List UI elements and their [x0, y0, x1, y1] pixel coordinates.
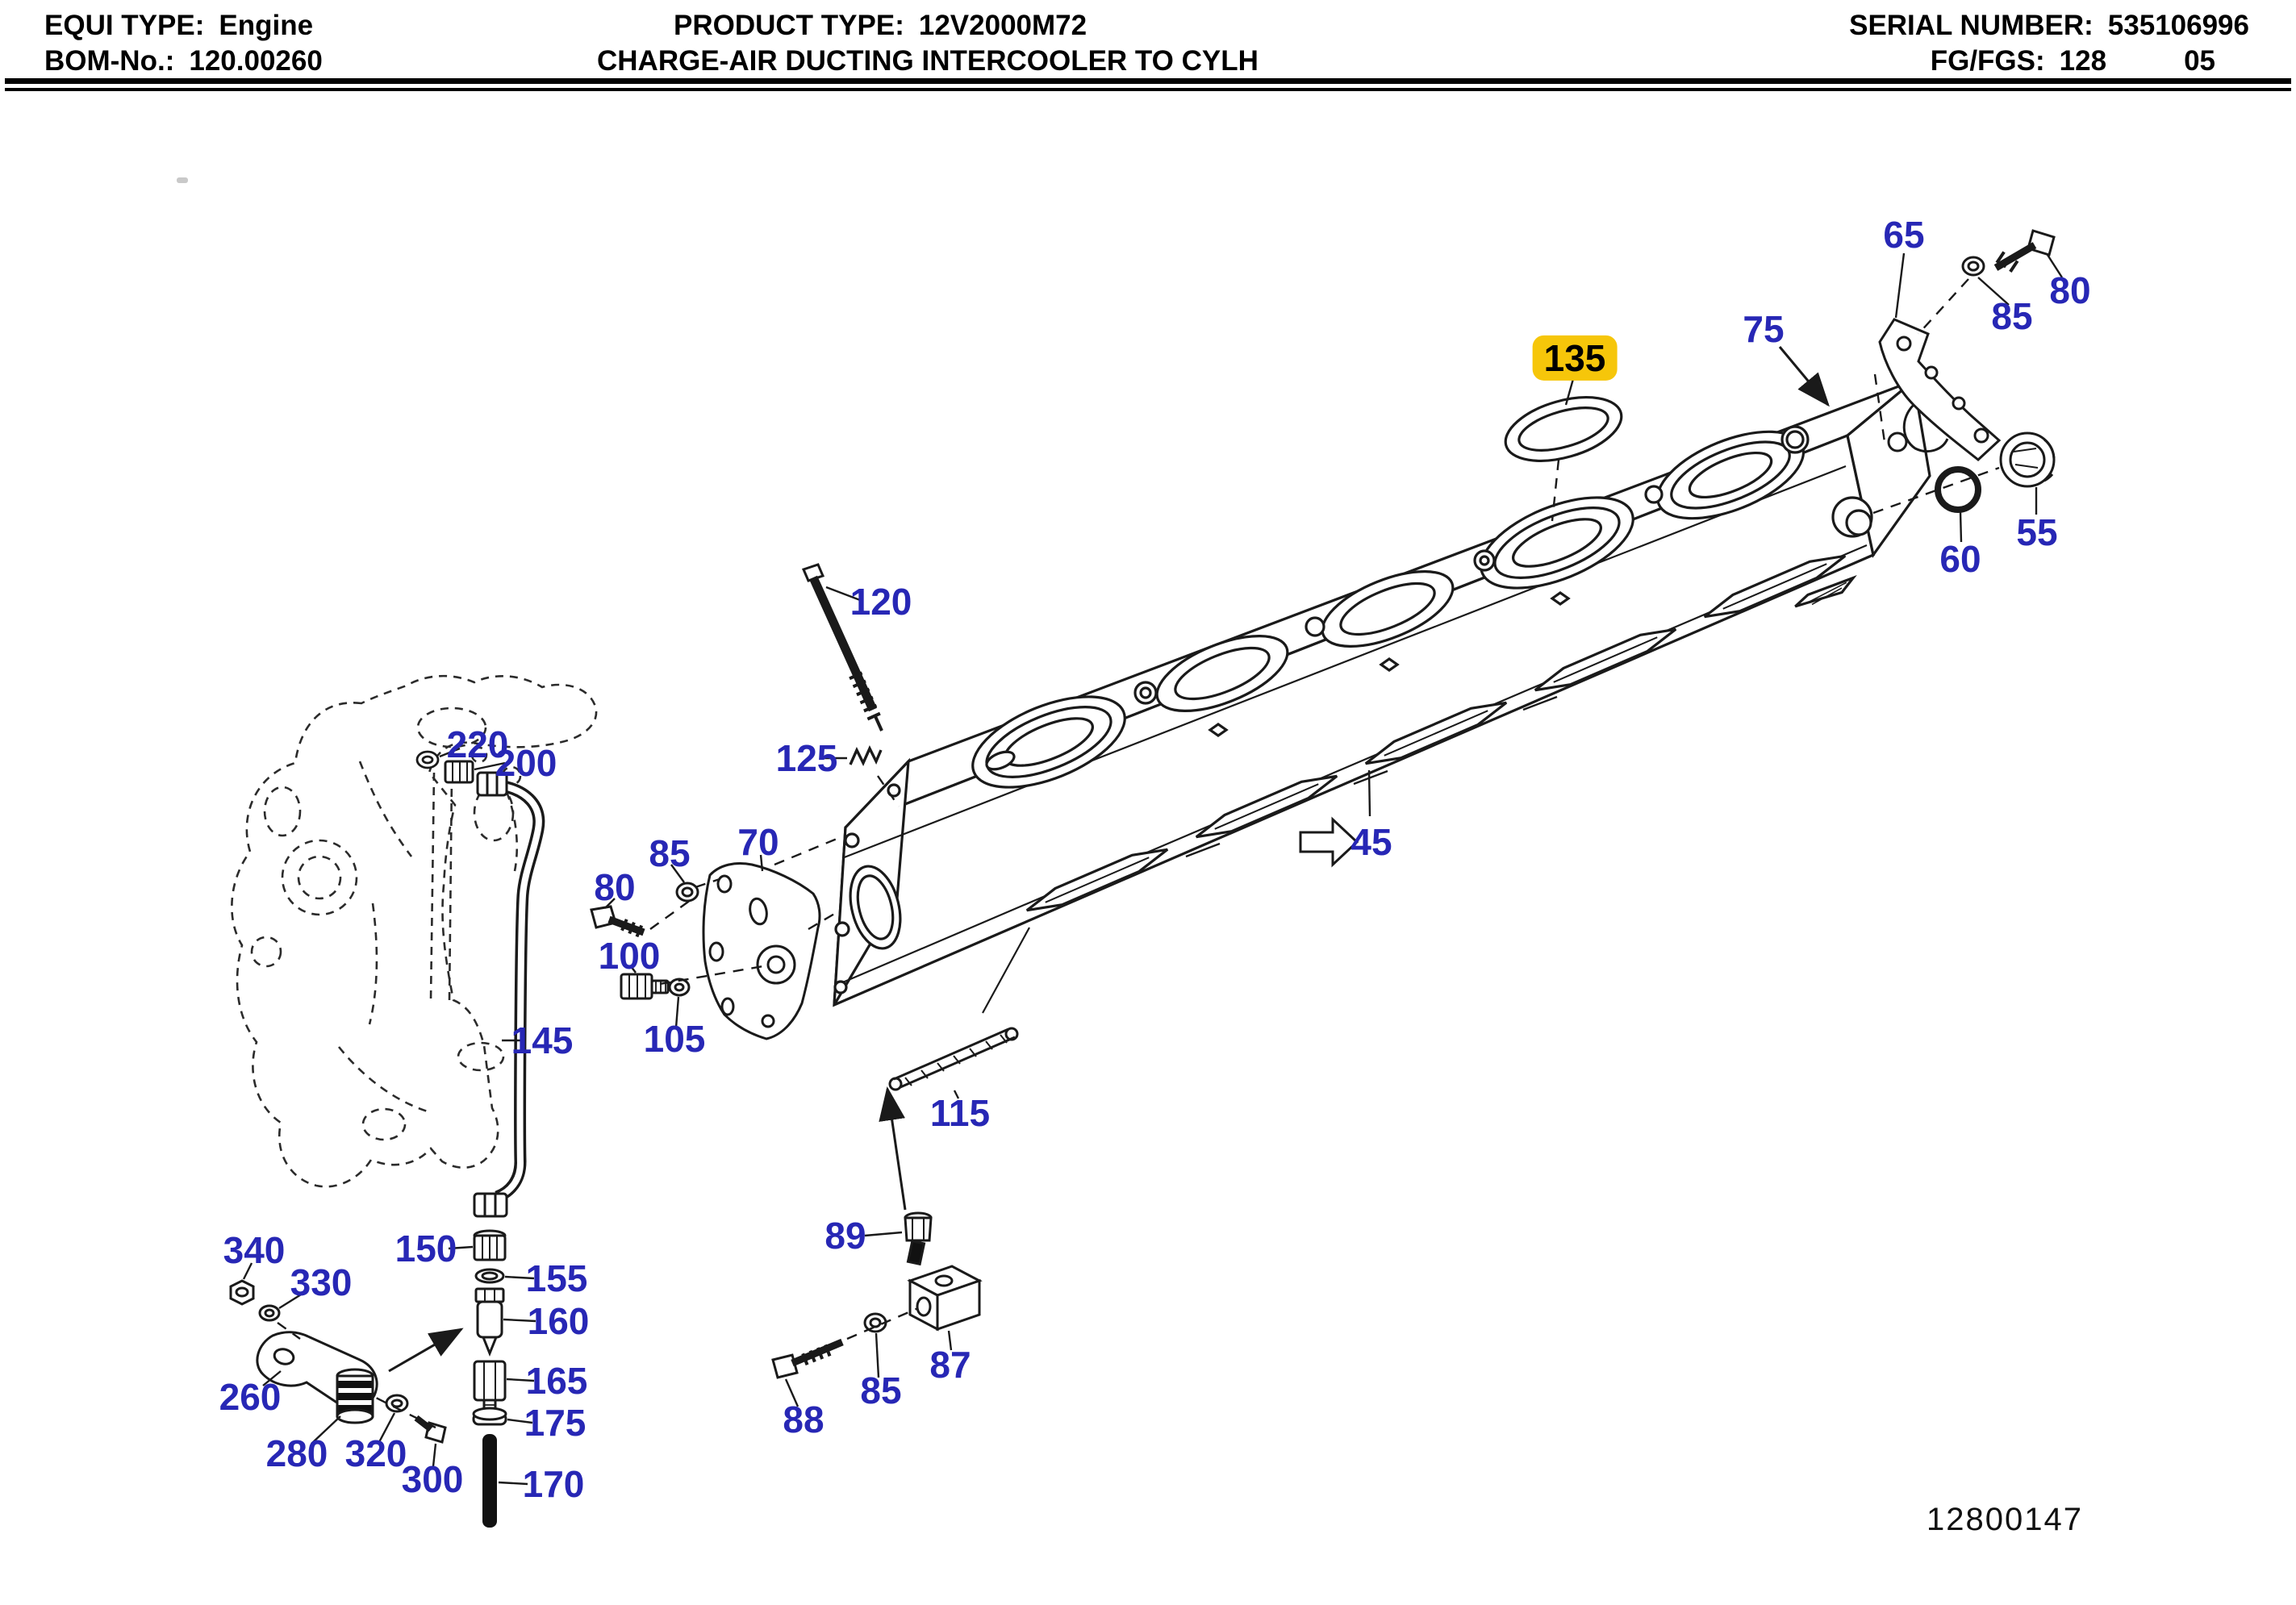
sealing-ring-220 [415, 750, 440, 769]
callout-260: 260 [219, 1375, 282, 1418]
drawing-number: 12800147 [1927, 1502, 2083, 1537]
bom-label: BOM-No.: [44, 45, 175, 77]
callout-70: 70 [737, 820, 779, 863]
callout-87: 87 [929, 1343, 971, 1386]
washer-330 [258, 1304, 281, 1322]
callout-88: 88 [783, 1398, 824, 1440]
callout-100: 100 [598, 934, 661, 977]
leader-lines [242, 252, 2064, 1486]
fg-value: 128 [2059, 45, 2107, 77]
plug-55 [1999, 431, 2056, 488]
bolt-120 [801, 563, 883, 732]
callout-120: 120 [850, 580, 912, 623]
callout-135-highlighted: 135 [1532, 335, 1618, 381]
header-rule-thick [5, 78, 2291, 84]
valve-160 [474, 1287, 505, 1357]
screw-plug-100 [620, 973, 670, 1000]
cover-plate-70 [702, 862, 821, 1040]
gasket-135 [1504, 396, 1623, 462]
product-type-value: 12V2000M72 [918, 10, 1087, 41]
nut-340 [229, 1279, 255, 1306]
callout-75: 75 [1743, 307, 1785, 350]
charge-air-duct-housing [833, 377, 1931, 1007]
callout-80: 80 [594, 865, 636, 908]
bracket-65 [1878, 318, 2002, 461]
bolt-88 [771, 1338, 844, 1379]
nut-175 [472, 1407, 507, 1426]
fg-suffix: 05 [2184, 45, 2215, 77]
threaded-rod-170 [482, 1434, 497, 1528]
callout-175: 175 [524, 1401, 587, 1444]
callout-340: 340 [223, 1228, 286, 1271]
bom-number: BOM-No.: 120.00260 [44, 45, 323, 77]
callout-155: 155 [525, 1257, 588, 1299]
bolt-80-top [1993, 229, 2056, 275]
alignment-dashes [277, 278, 2000, 1429]
callout-200: 200 [495, 741, 557, 784]
callout-145: 145 [511, 1019, 574, 1061]
product-type-label: PRODUCT TYPE: [674, 10, 904, 41]
callout-150: 150 [394, 1227, 457, 1269]
callout-125: 125 [775, 736, 838, 779]
clamp-87 [907, 1265, 983, 1332]
sealing-ring-105 [668, 978, 691, 997]
assembly-description: CHARGE-AIR DUCTING INTERCOOLER TO CYLH [597, 45, 1259, 77]
fitting-200 [444, 760, 474, 784]
washer-85-top [1961, 256, 1985, 277]
oring-155 [474, 1268, 505, 1284]
fg-label: FG/FGS: [1930, 45, 2045, 77]
callout-105: 105 [643, 1017, 706, 1060]
callout-55: 55 [2016, 511, 2058, 553]
assembly-description-text: CHARGE-AIR DUCTING INTERCOOLER TO CYLH [597, 45, 1259, 77]
callout-320: 320 [344, 1432, 407, 1474]
washer-85-left [675, 882, 699, 903]
front-face-slots [1025, 554, 1857, 912]
callout-85: 85 [1991, 294, 2033, 337]
equi-type-value: Engine [219, 10, 314, 41]
callout-115: 115 [929, 1091, 991, 1134]
callout-80: 80 [2049, 269, 2091, 311]
stray-mark [177, 177, 188, 183]
gasket-115 [888, 927, 1030, 1091]
callout-45: 45 [1350, 820, 1392, 863]
callout-85: 85 [860, 1369, 902, 1411]
serial-number-label: SERIAL NUMBER: [1849, 10, 2094, 41]
pipe-145 [473, 771, 545, 1218]
callout-280: 280 [265, 1432, 328, 1474]
header-rule-thin [5, 88, 2291, 91]
callout-65: 65 [1883, 213, 1925, 256]
washer-85-bottom [863, 1312, 887, 1333]
callout-170: 170 [522, 1462, 585, 1505]
callout-330: 330 [290, 1261, 353, 1303]
oring-60 [1935, 466, 1981, 513]
callout-300: 300 [401, 1457, 464, 1500]
view-direction-arrow [1299, 816, 1359, 868]
engine-silhouette [231, 674, 598, 1188]
washer-320 [385, 1394, 409, 1413]
callout-85: 85 [649, 832, 691, 874]
damper-280 [336, 1368, 374, 1424]
spring-washer-125 [849, 745, 883, 766]
fg-fgs: FG/FGS: 128 05 [1931, 45, 2215, 77]
callout-165: 165 [525, 1359, 588, 1402]
cap-nut-89 [904, 1211, 933, 1266]
callout-220: 220 [446, 723, 509, 765]
equi-type: EQUI TYPE: Engine [44, 10, 313, 42]
product-type: PRODUCT TYPE: 12V2000M72 [674, 10, 1087, 42]
fitting-150 [473, 1229, 507, 1261]
callout-60: 60 [1939, 537, 1981, 580]
serial-number: SERIAL NUMBER: 535106996 [1849, 10, 2249, 42]
callout-89: 89 [824, 1214, 866, 1257]
pointer-arrows [388, 346, 1830, 1373]
bolt-80-left [590, 905, 645, 938]
serial-number-value: 535106996 [2107, 10, 2249, 41]
callout-160: 160 [527, 1299, 590, 1342]
bom-value: 120.00260 [189, 45, 323, 77]
equi-type-label: EQUI TYPE: [44, 10, 205, 41]
